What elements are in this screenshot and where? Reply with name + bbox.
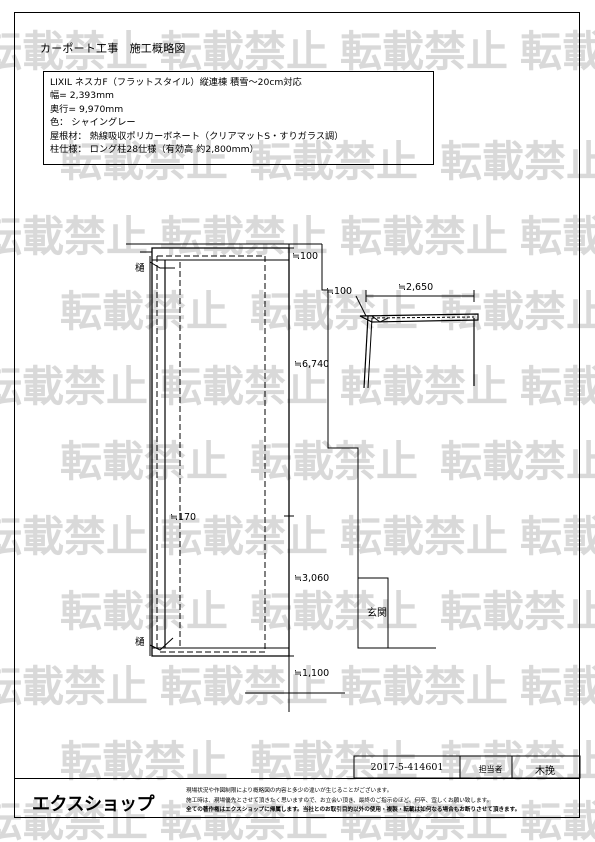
watermark-text: 転載禁止 [440, 437, 595, 486]
watermark-text: 転載禁止 [160, 362, 328, 411]
watermark-text: 転載禁止 [160, 27, 328, 76]
watermark-text: 転載禁止 [160, 212, 328, 261]
watermark-text: 転載禁止 [250, 437, 418, 486]
watermark-text: 転載禁止 [250, 587, 418, 636]
dim-6740: ≒6,740 [294, 359, 330, 370]
side-pillar-front2 [367, 317, 373, 389]
side-pillar-front [363, 315, 369, 389]
document-number: 2017-5-414601 [370, 762, 444, 773]
watermark-text: 転載禁止 [440, 587, 595, 636]
watermark-text: 転載禁止 [0, 512, 148, 561]
spec-depth: 奥行= 9,970mm [50, 103, 124, 115]
watermark-text: 転載禁止 [60, 137, 228, 186]
footer-note-2: 施工時は、現場優先とさせて頂きたく思いますので、お立会い頂き、最終のご指示のほど… [186, 797, 493, 804]
dim-1100: ≒1,100 [294, 668, 330, 679]
footer-note-3: 全ての著作権はエクスショップに帰属します。当社とのお取引目的以外の使用・複製・転… [186, 807, 521, 814]
drawing-frame [14, 12, 580, 818]
gutter-bottom-marker [149, 637, 174, 651]
dim-3060: ≒3,060 [294, 573, 330, 584]
staff-label: 担当者 [478, 765, 503, 774]
watermark-text: 転載禁止 [340, 797, 508, 842]
watermark-text: 転載禁止 [340, 27, 508, 76]
watermark-text: 転載禁止 [520, 797, 595, 842]
footer-divider [14, 778, 580, 779]
watermark-text: 転載禁止 [160, 797, 328, 842]
spec-color: 色： シャイングレー [50, 117, 136, 129]
watermark-text: 転載禁止 [160, 662, 328, 711]
dim-170: ≒170 [170, 512, 197, 523]
dim-2650: ≒2,650 [398, 282, 434, 293]
watermark-text: 転載禁止 [0, 797, 148, 842]
gutter-top-label: 樋 [135, 263, 145, 274]
spec-roof: 屋根材： 熱線吸収ポリカーボネート（クリアマットS・すりガラス調） [50, 130, 344, 142]
spec-pillar: 柱仕様： ロング柱28仕様（有効高 約2,800mm） [50, 144, 259, 156]
gutter-top-marker [149, 261, 175, 269]
watermark-text: 転載禁止 [440, 287, 595, 336]
watermark-text: 転載禁止 [60, 287, 228, 336]
watermark-text: 転載禁止 [440, 137, 595, 186]
entrance-label: 玄関 [367, 608, 387, 619]
watermark-text: 転載禁止 [520, 362, 595, 411]
side-joint [371, 315, 389, 323]
watermark-text: 転載禁止 [0, 362, 148, 411]
watermark-text: 転載禁止 [0, 212, 148, 261]
footer-note-1: 現場状況や作図制限により概略図の内容と多少の違いが生じることがございます。 [186, 788, 393, 794]
watermark-text: 転載禁止 [340, 512, 508, 561]
watermark-text: 転載禁止 [520, 27, 595, 76]
watermark-text: 転載禁止 [520, 212, 595, 261]
dim-100-side: ≒100 [326, 286, 353, 297]
spec-width: 幅= 2,393mm [50, 90, 115, 102]
gutter-bottom-label: 樋 [135, 637, 145, 648]
dim-100-top: ≒100 [292, 251, 319, 262]
watermark-text: 転載禁止 [60, 587, 228, 636]
spec-box: LIXIL ネスカF（フラットスタイル）縦連棟 積雪～20cm対応 幅= 2,3… [43, 71, 434, 165]
watermark-text: 転載禁止 [340, 212, 508, 261]
page-title: カーポート工事 施工概略図 [40, 42, 186, 55]
staff-name: 木挽 [535, 766, 555, 777]
watermark-text: 転載禁止 [160, 512, 328, 561]
watermark-text: 転載禁止 [250, 287, 418, 336]
company-logo: エクスショップ [32, 794, 154, 815]
footer-notes: 現場状況や作図制限により概略図の内容と多少の違いが生じることがございます。 施工… [186, 787, 520, 816]
spec-product: LIXIL ネスカF（フラットスタイル）縦連棟 積雪～20cm対応 [50, 77, 302, 88]
watermark-text: 転載禁止 [0, 662, 148, 711]
watermark-text: 転載禁止 [250, 137, 418, 186]
beam-dashed-outline [157, 255, 266, 653]
watermark-text: 転載禁止 [520, 662, 595, 711]
side-roof-dash [371, 316, 475, 319]
watermark-text: 転載禁止 [340, 662, 508, 711]
watermark-text: 転載禁止 [520, 512, 595, 561]
watermark-text: 転載禁止 [60, 437, 228, 486]
side-leader [355, 295, 367, 317]
watermark-text: 転載禁止 [0, 27, 148, 76]
entrance-box [358, 577, 389, 648]
house-wall [321, 244, 436, 649]
watermark-text: 転載禁止 [60, 737, 228, 786]
